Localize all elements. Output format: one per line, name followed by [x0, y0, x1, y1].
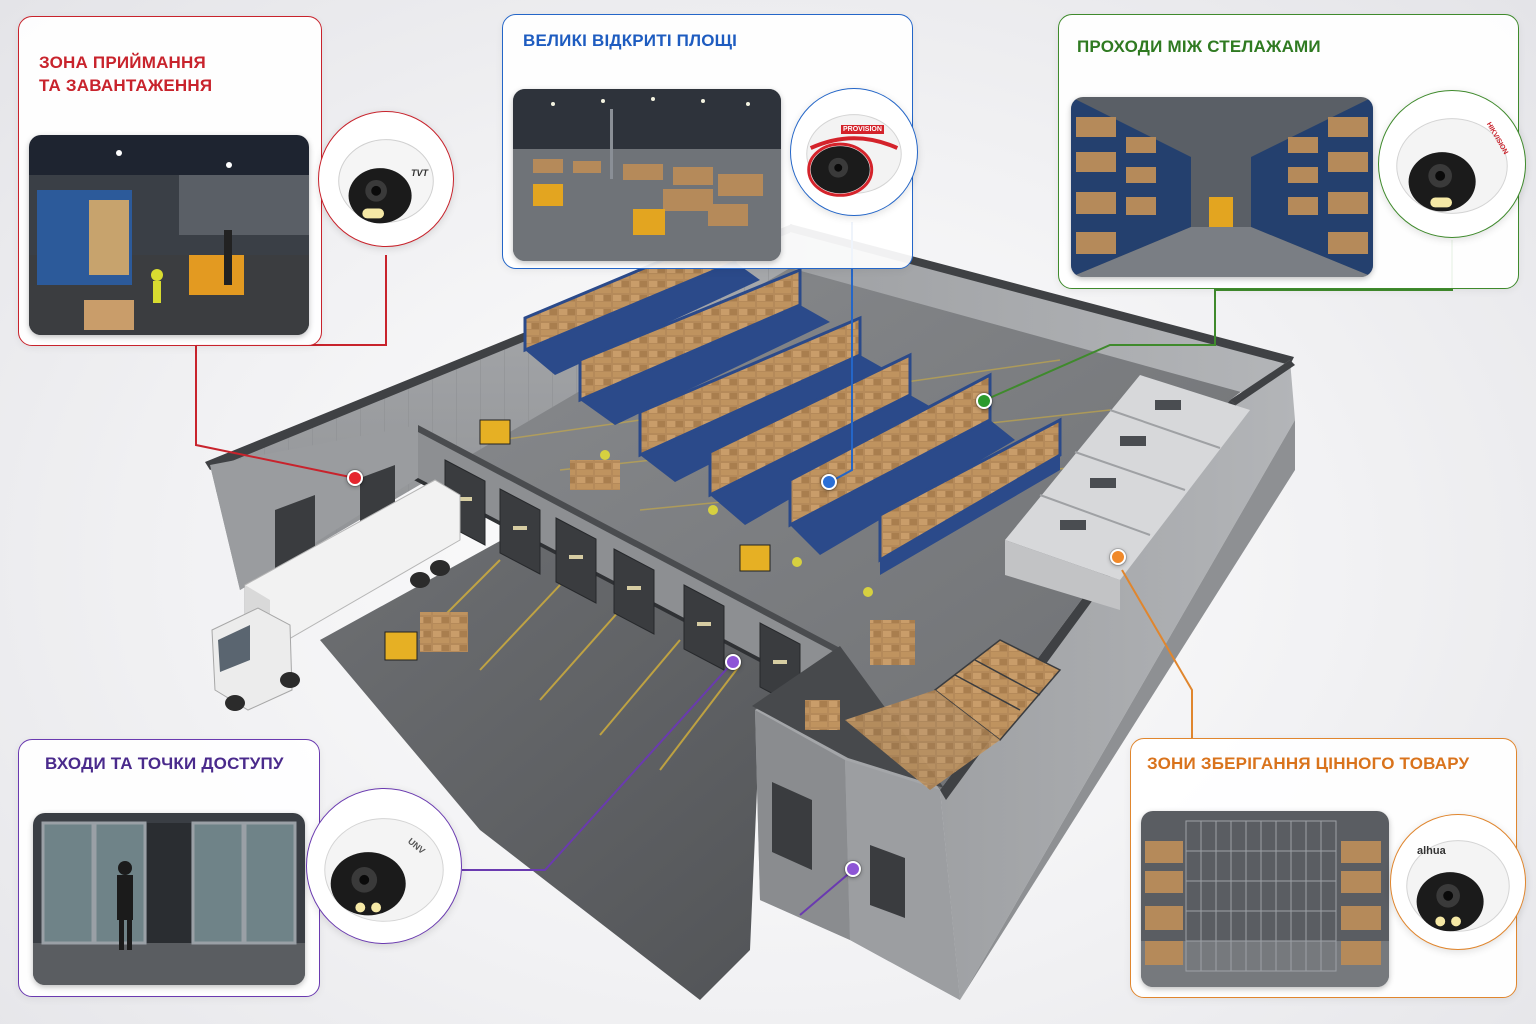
marker-valuable[interactable] — [1110, 549, 1126, 565]
zone-photo-open-floor — [513, 89, 781, 261]
marker-access-dock[interactable] — [725, 654, 741, 670]
dome-camera-access: UNV — [306, 788, 462, 944]
zone-title: Зони зберігання цінного товару — [1147, 754, 1470, 773]
camera-brand-alhua: alhua — [1417, 845, 1446, 857]
marker-open-areas[interactable] — [821, 474, 837, 490]
dome-camera-receiving: TVT — [318, 111, 454, 247]
zone-card-access-points: Входи та точки доступу — [18, 739, 320, 997]
marker-aisles[interactable] — [976, 393, 992, 409]
marker-receiving[interactable] — [347, 470, 363, 486]
zone-title: Зона приймання та завантаження — [39, 53, 213, 95]
zone-photo-loading-dock — [29, 135, 309, 335]
zone-title: Проходи між стелажами — [1077, 37, 1321, 56]
zone-photo-caged-storage — [1141, 811, 1389, 987]
zone-card-valuable-storage: Зони зберігання цінного товару — [1130, 738, 1517, 998]
dome-camera-valuable: alhua — [1390, 814, 1526, 950]
dome-camera-aisles: HIKVISION — [1378, 90, 1526, 238]
zone-photo-entrance — [33, 813, 305, 985]
dome-camera-open-areas: PROVISION — [790, 88, 918, 216]
zone-title: Великі відкриті площі — [523, 31, 738, 50]
camera-brand-tvt: TVT — [411, 168, 428, 178]
camera-brand-provision: PROVISION — [841, 125, 884, 134]
zone-title: Входи та точки доступу — [45, 754, 284, 773]
marker-access-door[interactable] — [845, 861, 861, 877]
zone-card-receiving: Зона приймання та завантаження — [18, 16, 322, 346]
zone-photo-rack-aisles — [1071, 97, 1373, 277]
zone-card-aisles: Проходи між стелажами — [1058, 14, 1519, 289]
